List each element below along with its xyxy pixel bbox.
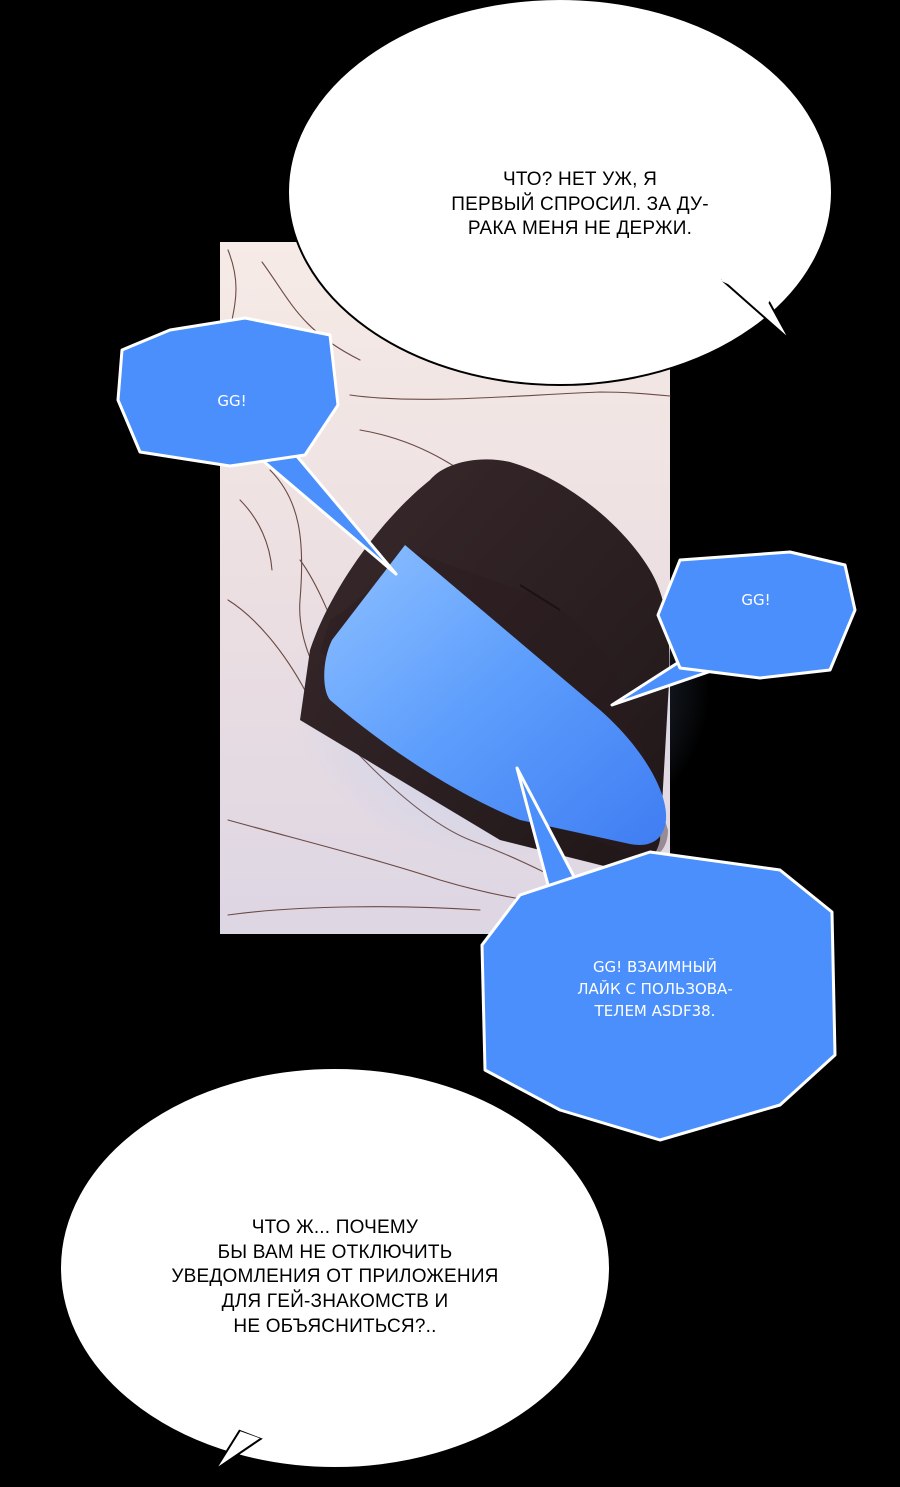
speech-text-bottom: Что ж... Почему бы вам не отключить увед… [171,1217,499,1337]
notification-bubble-large [480,766,837,1142]
speech-text-top: Что? Нет уж, я первый спросил. За ду- ра… [451,169,709,240]
notification-bubble-left [116,316,398,576]
speech-bubble-bottom [59,1067,611,1471]
notification-text-right: GG! [741,591,771,609]
notification-text-left: GG! [217,392,247,410]
speech-bubble-top [287,0,833,386]
phone [300,459,670,871]
notification-bubble-right [610,550,857,707]
notification-text-large: GG! Взаимный лайк с пользова- телем asdf… [577,958,733,1020]
